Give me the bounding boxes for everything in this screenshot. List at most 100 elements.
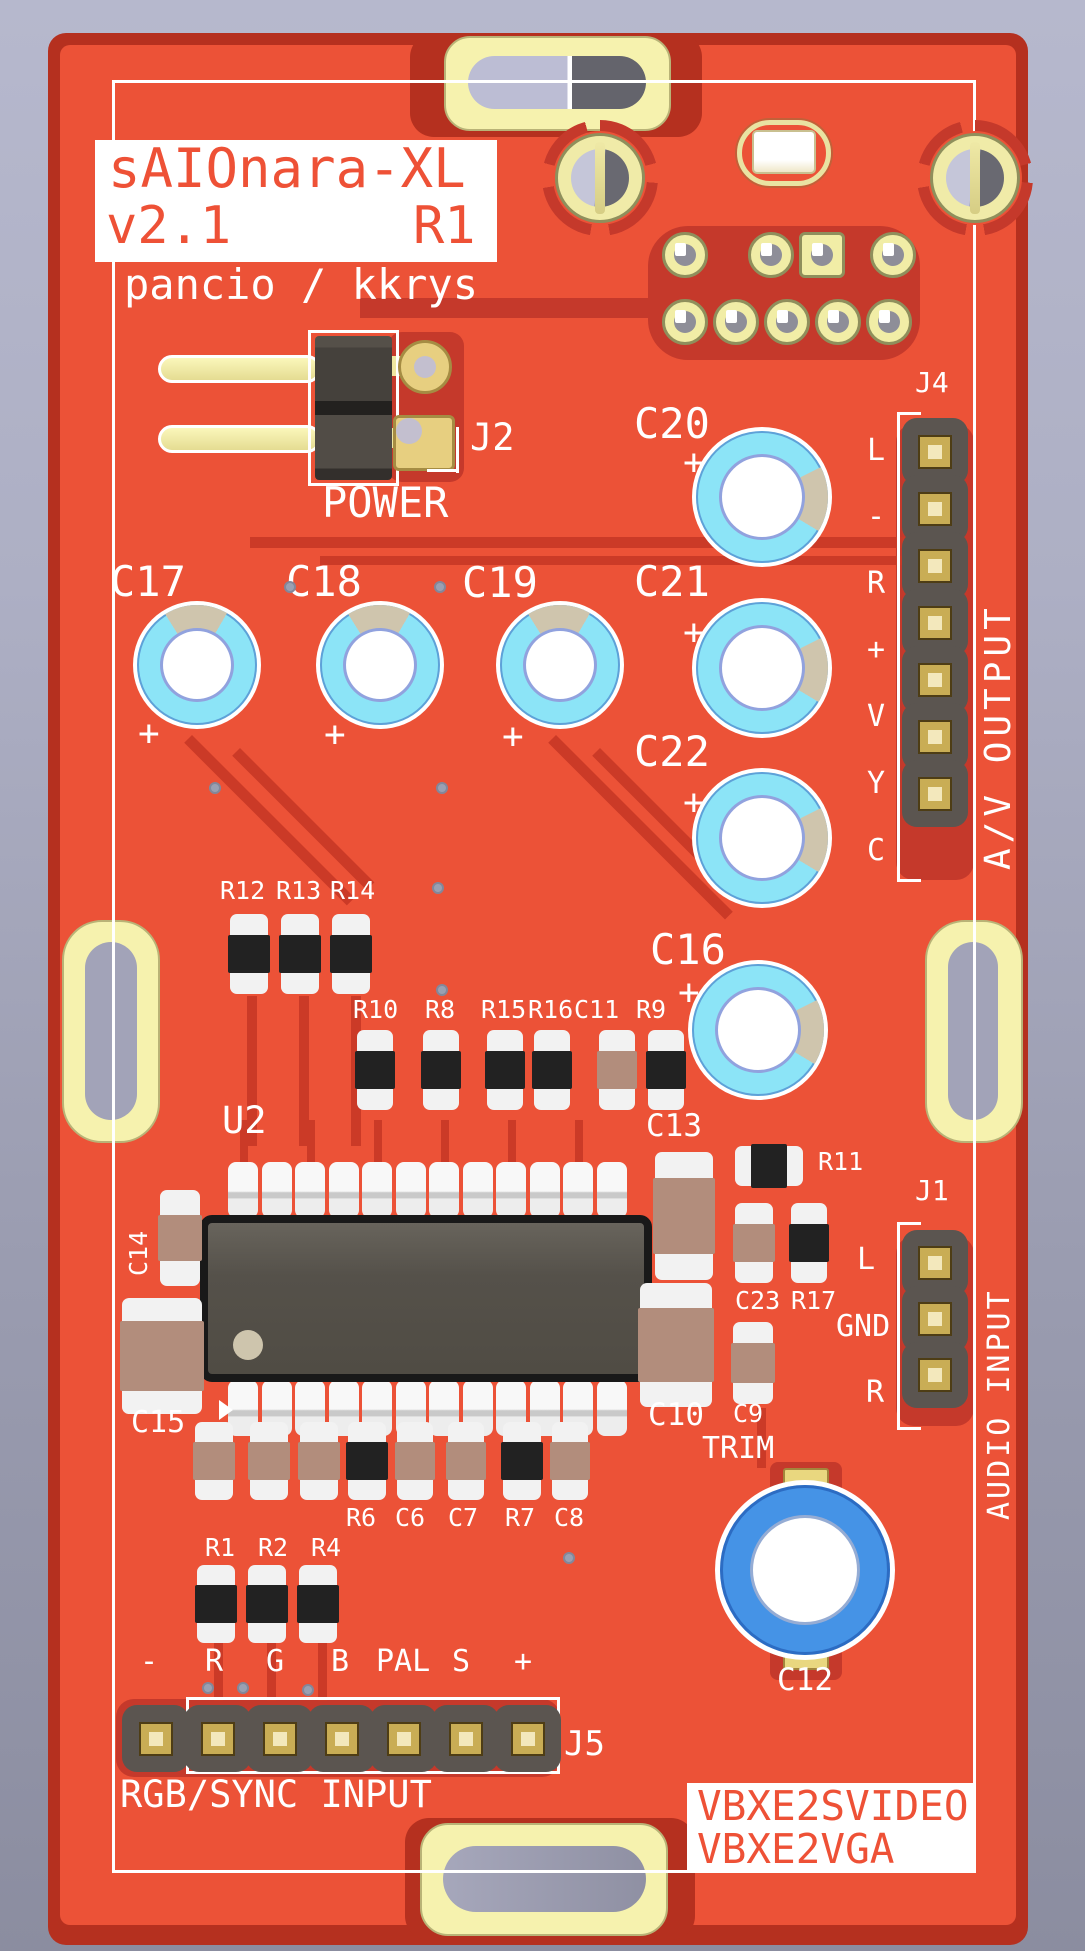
j4-pin-label-V: V (866, 699, 885, 734)
copper-zone (360, 298, 660, 318)
silkscreen-border (112, 80, 976, 1873)
ic-pin1-dimple (233, 1330, 263, 1360)
capacitor-smd (193, 1422, 235, 1500)
polarity-plus-c16: + (678, 972, 700, 1013)
capacitor-C10 (638, 1283, 714, 1407)
j1-label-audio-input: AUDIO INPUT (982, 1288, 1017, 1520)
capacitor-C15 (120, 1298, 204, 1414)
j1-pad (920, 1248, 950, 1278)
header-pad (764, 299, 810, 345)
cap-C16 (688, 960, 828, 1100)
capacitor-C14 (158, 1190, 202, 1286)
connector-j4 (902, 418, 968, 827)
j5-pin-socket (184, 1705, 251, 1772)
j5-pin-socket (494, 1705, 561, 1772)
screw-left (555, 133, 645, 223)
j4-pin-label-C: C (866, 833, 885, 868)
j5-pad (264, 1723, 295, 1754)
pin1-triangle-marker (219, 1400, 233, 1420)
via (432, 882, 444, 894)
ref-c23: C23 (735, 1286, 781, 1315)
j2-label: POWER (322, 478, 449, 527)
ic-pin (295, 1162, 326, 1218)
j5-pin-label-minus: - (140, 1644, 159, 1679)
trace (441, 1120, 449, 1164)
j5-pin-label-plus: + (514, 1644, 533, 1679)
resistor-R14 (330, 914, 372, 994)
j5-ref: J5 (564, 1724, 605, 1764)
polarity-plus-c21: + (683, 612, 705, 653)
resistor-R9 (646, 1030, 686, 1110)
board-title: sAIOnara-XL (108, 137, 466, 200)
j2-pad-square (393, 415, 455, 471)
screw-right (930, 133, 1020, 223)
cap-label-c17: C17 (110, 557, 186, 606)
j4-pad (920, 778, 950, 809)
j1-bracket (897, 1427, 921, 1430)
power-pin (158, 355, 321, 383)
ref-c11: C11 (574, 995, 620, 1024)
j4-pin-socket (902, 418, 968, 485)
trace (374, 1120, 382, 1164)
ref-c15: C15 (131, 1405, 186, 1440)
board-authors: pancio / kkrys (124, 260, 479, 309)
j2-ref: J2 (470, 416, 515, 459)
j1-pin-label-L: L (857, 1242, 876, 1277)
ic-pin (328, 1162, 359, 1218)
header-pad (713, 299, 759, 345)
j1-pad (920, 1304, 950, 1334)
capacitor-C9 (731, 1322, 775, 1404)
resistor-R11 (735, 1144, 803, 1188)
title-block-background (95, 140, 497, 262)
header-pad-square (799, 232, 845, 278)
ref-r15: R15 (481, 995, 527, 1024)
j1-pad (920, 1360, 950, 1390)
j4-pin-label-plus: + (866, 632, 885, 667)
capacitor-smd (248, 1422, 290, 1500)
j2-pad-round (398, 340, 452, 394)
trimmer-C12 (715, 1480, 895, 1660)
via (209, 782, 221, 794)
trace (299, 996, 309, 1146)
capacitor-C11 (597, 1030, 637, 1110)
trace (575, 1120, 583, 1164)
j4-pin-socket (902, 475, 968, 542)
j5-pad (202, 1723, 233, 1754)
ref-r1: R1 (205, 1533, 236, 1562)
trace (307, 1120, 315, 1164)
trace (320, 556, 950, 565)
ic-pin (395, 1162, 426, 1218)
j5-pad (140, 1723, 171, 1754)
cap-C18 (316, 601, 444, 729)
cap-label-c18: C18 (286, 557, 362, 606)
trace (267, 1643, 276, 1701)
polarity-plus-c22: + (683, 782, 705, 823)
u2-pins-top (228, 1162, 627, 1218)
cap-label-c20: C20 (634, 399, 710, 448)
cap-label-c22: C22 (634, 727, 710, 776)
cap-label-c21: C21 (634, 557, 710, 606)
ref-r7: R7 (505, 1503, 536, 1532)
resistor-R7 (501, 1422, 543, 1500)
ref-r11: R11 (818, 1147, 864, 1176)
ref-c10: C10 (648, 1397, 704, 1433)
j4-pin-socket (902, 589, 968, 656)
j4-bracket (897, 412, 921, 415)
j4-bracket (897, 879, 921, 882)
resistor-R6 (346, 1422, 388, 1500)
ic-pin (529, 1162, 560, 1218)
j2-bracket (456, 427, 459, 473)
j5-pin-socket (308, 1705, 375, 1772)
j4-bracket (897, 412, 900, 882)
j4-pin-socket (902, 532, 968, 599)
j1-pin-label-R: R (866, 1375, 885, 1410)
jumper-outline (308, 330, 399, 486)
ref-r9: R9 (636, 995, 667, 1024)
led-body (752, 130, 816, 174)
j4-pin-socket (902, 760, 968, 827)
connector-j1 (902, 1230, 968, 1408)
capacitor-C13 (653, 1152, 715, 1280)
ref-r16: R16 (528, 995, 574, 1024)
j5-pad (512, 1723, 543, 1754)
connector-j5 (122, 1705, 561, 1772)
